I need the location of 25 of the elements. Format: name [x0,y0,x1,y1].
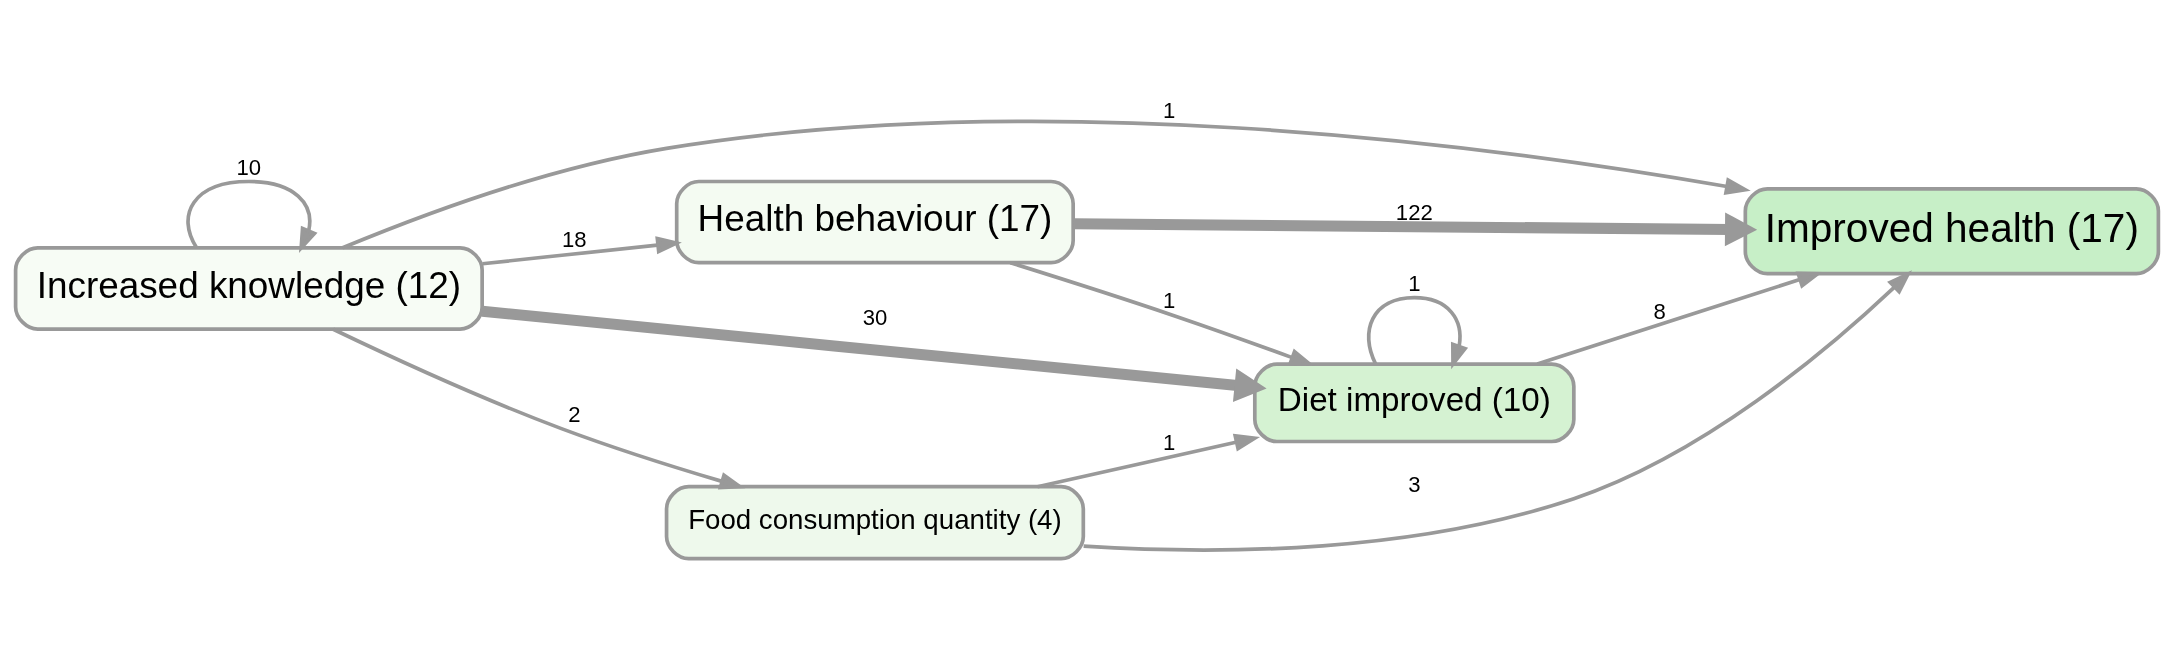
edge-label: 10 [236,154,262,180]
node-box: Increased knowledge (12) [13,245,484,331]
arrow [1083,269,1913,552]
edge-label: 122 [1395,199,1433,224]
arrow [1073,212,1758,246]
edge-label: 1 [1408,270,1421,296]
arrow [481,305,1267,402]
arrow [482,235,682,266]
node-box: Health behaviour (17) [674,179,1075,264]
arrow [1037,433,1261,488]
arrow [186,179,318,253]
node-box: Diet improved (10) [1252,361,1576,443]
edge-label: 1 [1162,97,1176,123]
edge-label: 1 [1162,287,1176,313]
edge-label: 2 [568,401,581,427]
arrow [341,119,1751,250]
edge-label: 8 [1653,298,1666,324]
edge-label: 18 [562,226,587,252]
arrow [332,327,746,490]
node-box: Improved health (17) [1743,186,2161,276]
edge-label: 3 [1408,471,1421,497]
edge-label: 30 [862,304,888,330]
arrow [1366,295,1469,369]
edge-label: 1 [1162,429,1176,455]
node-box: Food consumption quantity (4) [664,484,1086,560]
